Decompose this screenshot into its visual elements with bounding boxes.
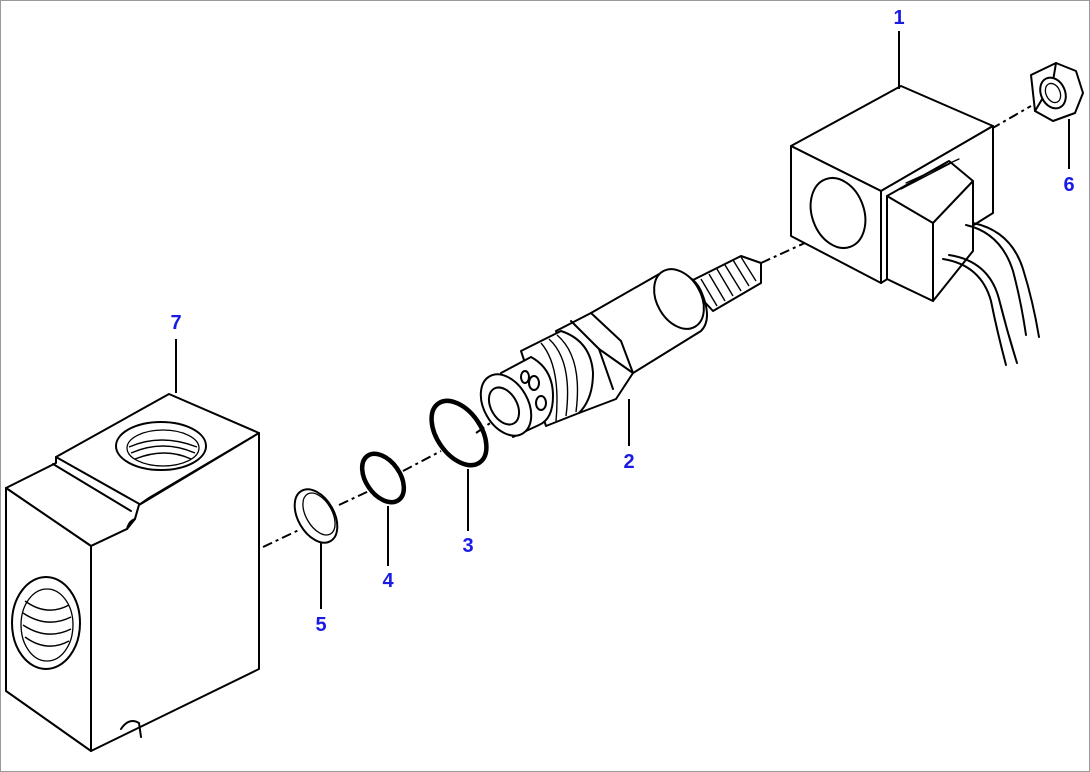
cartridge-valve-part-2	[479, 255, 762, 438]
callout-5: 5	[315, 614, 326, 636]
valve-block-part-7	[5, 393, 260, 752]
assembly-centerline	[338, 490, 370, 506]
assembly-centerline	[402, 450, 442, 472]
assembly-centerline	[262, 528, 302, 548]
callout-2: 2	[623, 451, 634, 473]
callout-7: 7	[170, 312, 181, 334]
assembly-centerline	[475, 418, 497, 434]
callout-3: 3	[462, 535, 473, 557]
o-ring-part-4	[359, 451, 407, 505]
backup-ring-part-5	[293, 488, 339, 544]
o-ring-part-3	[429, 398, 489, 468]
hex-nut-part-6	[1030, 62, 1084, 122]
assembly-centerline	[990, 105, 1032, 130]
callout-4: 4	[382, 570, 394, 592]
solenoid-coil-part-1	[790, 85, 1040, 366]
callout-6: 6	[1063, 174, 1074, 196]
callout-1: 1	[893, 7, 904, 29]
